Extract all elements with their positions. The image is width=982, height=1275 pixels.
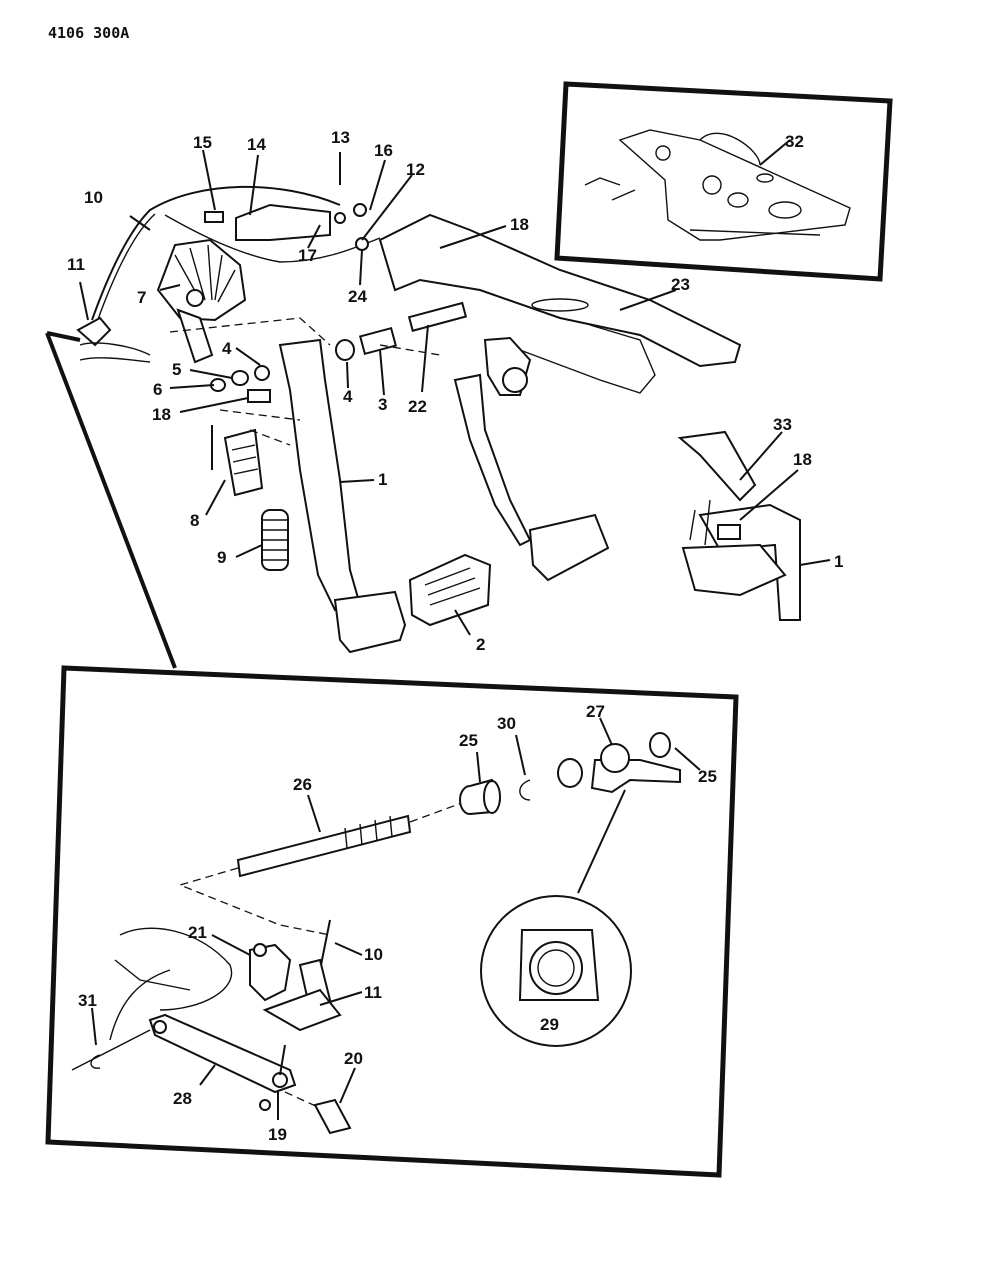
shaft-inset xyxy=(45,665,739,1178)
callout-29: 29 xyxy=(540,1015,559,1034)
callout-10: 10 xyxy=(84,188,103,207)
callout-15: 15 xyxy=(193,133,212,152)
callout-18-top: 18 xyxy=(510,215,529,234)
callout-26: 26 xyxy=(293,775,312,794)
callout-19: 19 xyxy=(268,1125,287,1144)
callout-3: 3 xyxy=(378,395,387,414)
callout-4-left: 4 xyxy=(222,339,232,358)
callout-25-right: 25 xyxy=(698,767,717,786)
callout-12: 12 xyxy=(406,160,425,179)
callout-labels: 10 11 15 14 13 16 12 18 17 24 23 7 4 5 6… xyxy=(67,128,843,1144)
callout-11-lower: 11 xyxy=(364,983,382,1002)
callout-13: 13 xyxy=(331,128,350,147)
callout-7: 7 xyxy=(137,288,146,307)
pedal-assembly xyxy=(76,185,742,654)
callout-5: 5 xyxy=(172,360,181,379)
callout-31: 31 xyxy=(78,991,97,1010)
leader-lines xyxy=(79,139,831,1120)
callout-1: 1 xyxy=(378,470,387,489)
callout-24: 24 xyxy=(348,287,367,306)
callout-22: 22 xyxy=(408,397,427,416)
callout-21: 21 xyxy=(188,923,207,942)
callout-27: 27 xyxy=(586,702,605,721)
callout-14: 14 xyxy=(247,135,266,154)
callout-30: 30 xyxy=(497,714,516,733)
pedal-switch-detail xyxy=(677,430,801,621)
callout-10-lower: 10 xyxy=(364,945,383,964)
callout-16: 16 xyxy=(374,141,393,160)
drawing-code: 4106 300A xyxy=(48,24,130,42)
callout-9: 9 xyxy=(217,548,226,567)
callout-1-right: 1 xyxy=(834,552,843,571)
bracket-inset xyxy=(554,81,893,282)
callout-23: 23 xyxy=(671,275,690,294)
callout-6: 6 xyxy=(153,380,162,399)
callout-28: 28 xyxy=(173,1089,192,1108)
callout-18-left: 18 xyxy=(152,405,171,424)
callout-25-left: 25 xyxy=(459,731,478,750)
callout-8: 8 xyxy=(190,511,199,530)
callout-20: 20 xyxy=(344,1049,363,1068)
callout-2: 2 xyxy=(476,635,485,654)
callout-33: 33 xyxy=(773,415,792,434)
callout-11: 11 xyxy=(67,255,85,274)
callout-18-right: 18 xyxy=(793,450,812,469)
callout-4-right: 4 xyxy=(343,387,353,406)
callout-32: 32 xyxy=(785,132,804,151)
callout-17: 17 xyxy=(298,246,317,265)
